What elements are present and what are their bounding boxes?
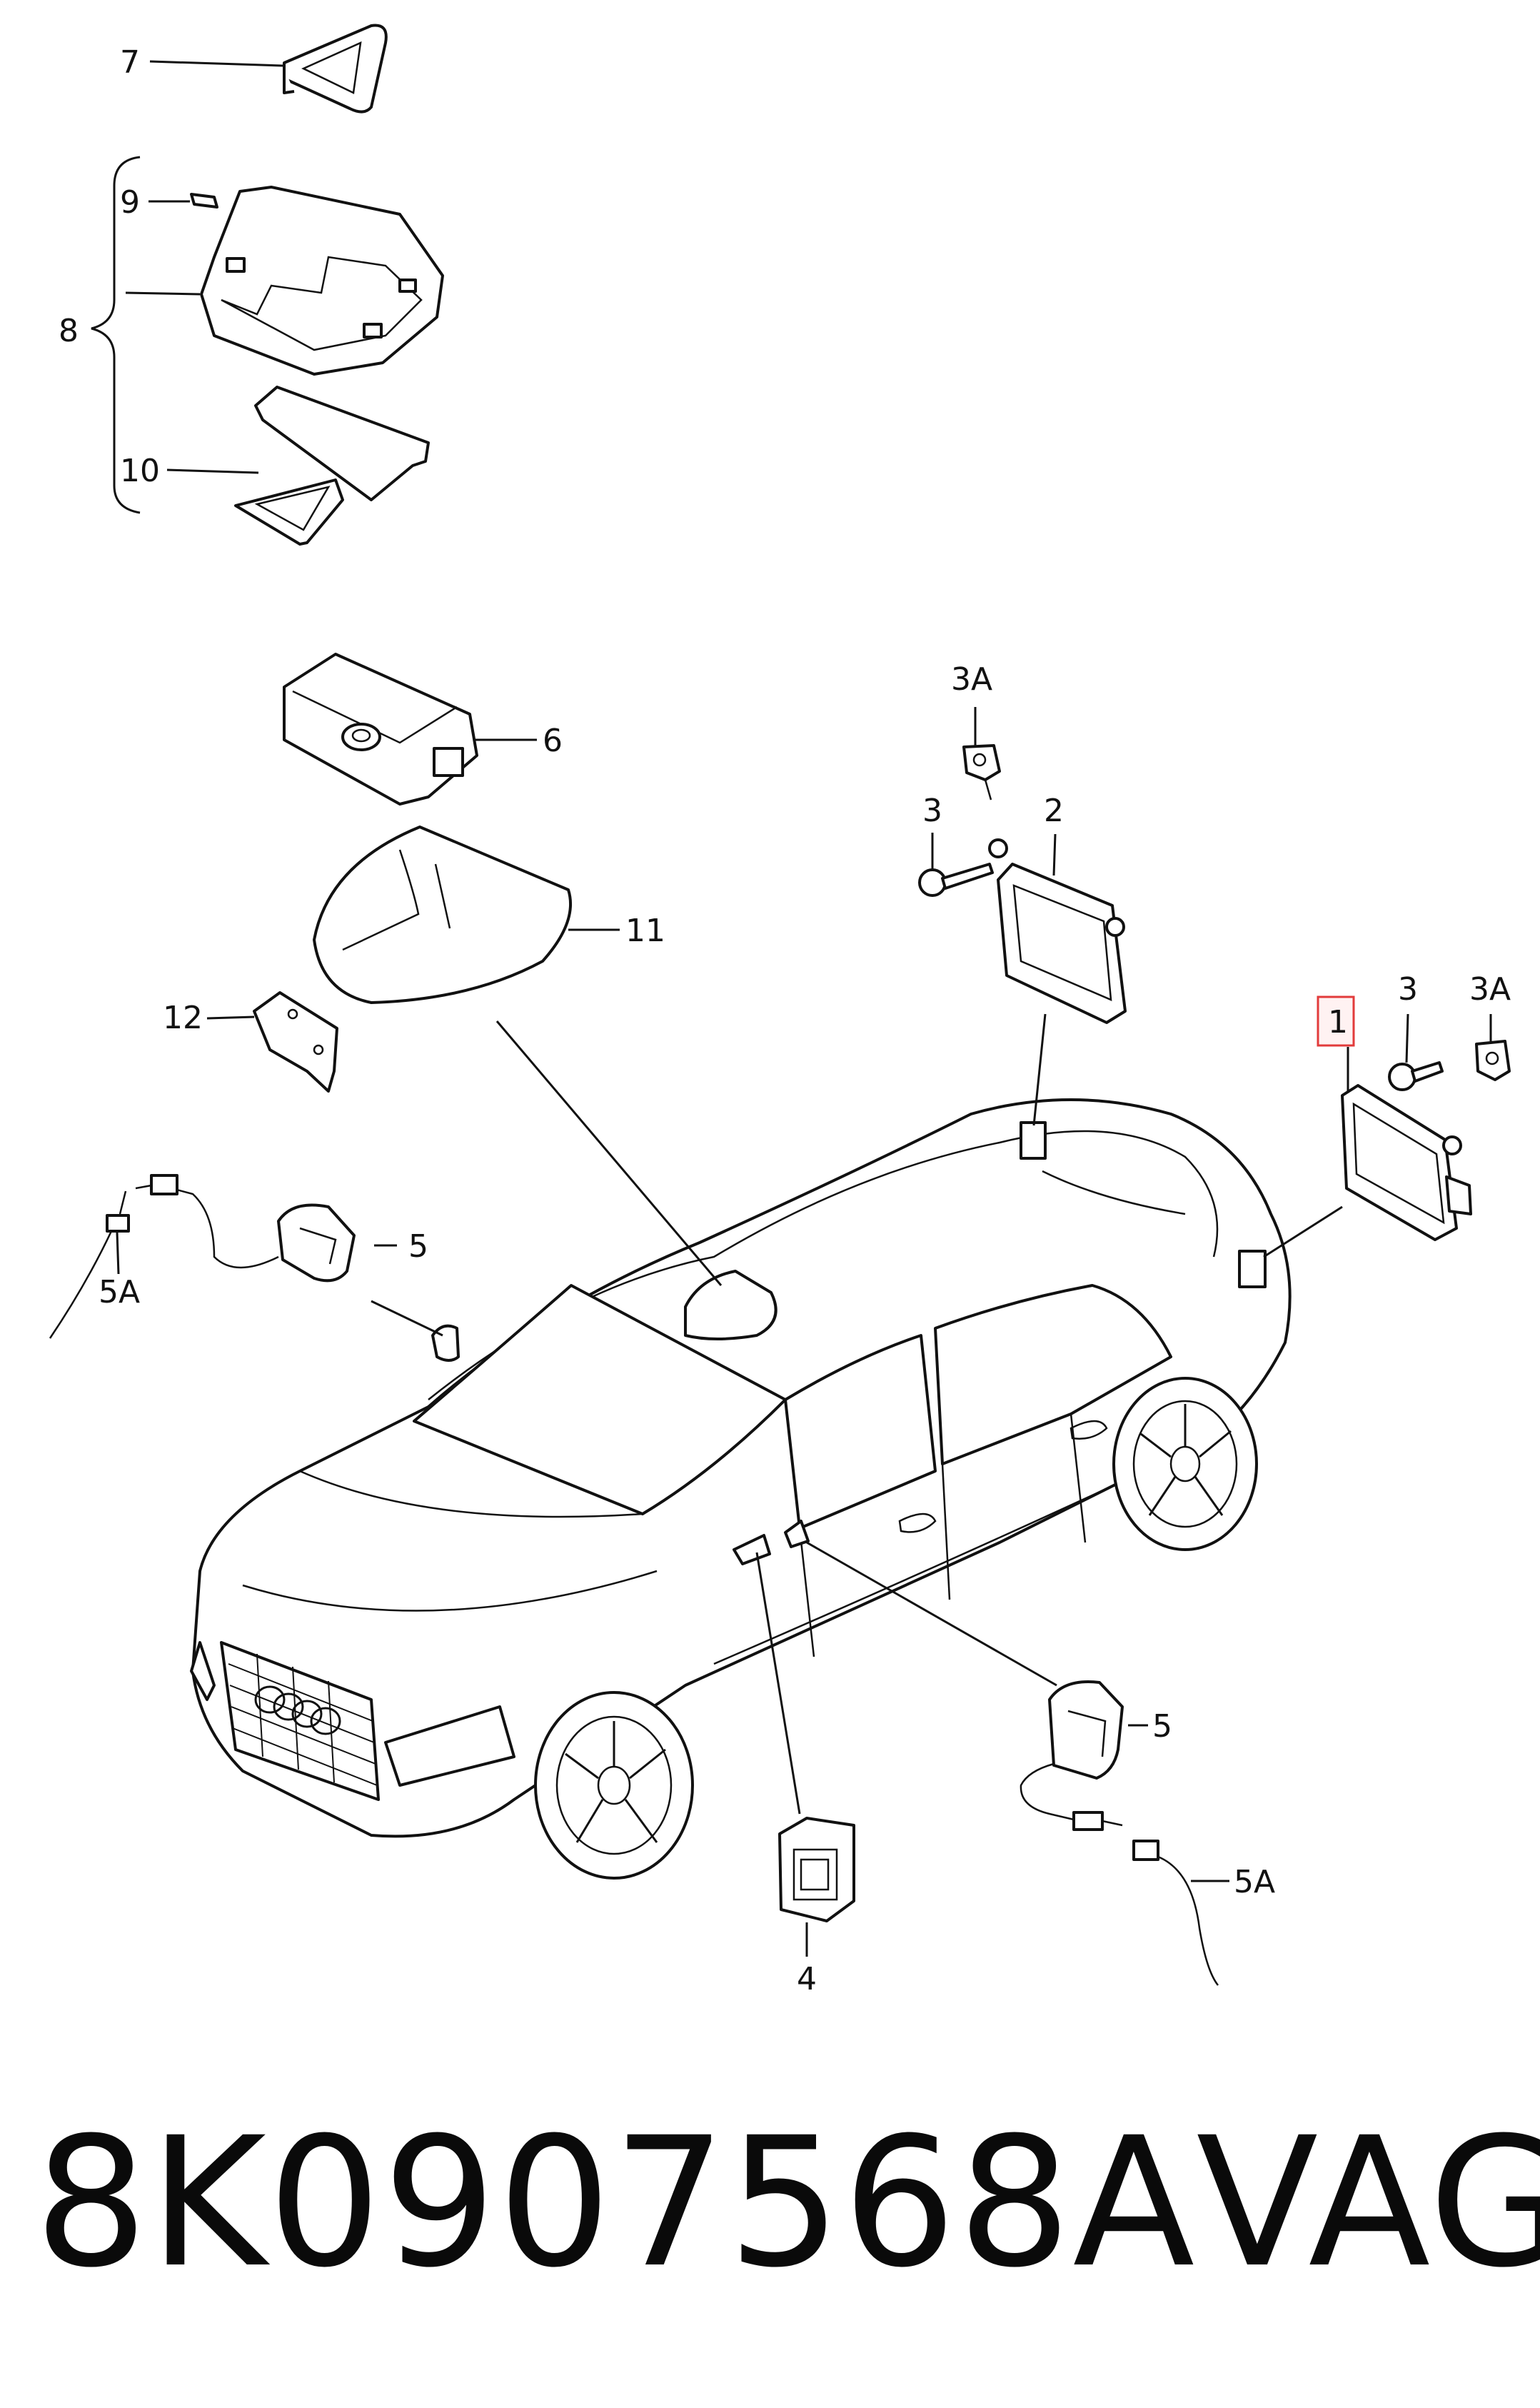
part-3-screw-upper	[918, 863, 994, 897]
label-6: 6	[543, 723, 563, 759]
leader-5A-left	[116, 1232, 120, 1275]
part-1-module	[1341, 1084, 1472, 1241]
label-3-upper: 3	[922, 793, 942, 829]
part-12-bracket	[253, 991, 338, 1093]
label-7: 7	[120, 44, 140, 81]
label-2: 2	[1044, 793, 1064, 829]
part-3-screw-right	[1388, 1061, 1444, 1091]
part-2-module	[988, 838, 1127, 1024]
label-5-left: 5	[408, 1228, 428, 1265]
leader-2-to-roof	[1032, 1013, 1047, 1126]
label-3A-upper: 3A	[951, 661, 992, 698]
label-3-right: 3	[1398, 971, 1418, 1008]
leader-4-to-mirror	[755, 1552, 801, 1815]
part-10-plate	[234, 386, 430, 546]
label-1: 1	[1328, 1004, 1348, 1040]
brand-name: VAG	[1196, 2099, 1540, 2307]
footer-part-info: 8K0907568A VAG	[34, 2099, 1540, 2307]
leader-2	[1052, 833, 1057, 876]
label-10: 10	[120, 453, 160, 489]
leader-11-to-roof	[495, 1020, 723, 1286]
leader-10	[166, 468, 259, 474]
part-3A-nut-right	[1475, 1040, 1511, 1081]
part-8-housing	[200, 186, 444, 376]
part-7-bracket	[283, 24, 388, 114]
leader-7	[149, 60, 283, 67]
part-3A-nut-upper	[962, 744, 1001, 801]
label-8: 8	[59, 313, 79, 349]
leader-1-to-rear	[1263, 1205, 1343, 1258]
part-4-switch	[778, 1817, 855, 1922]
part-6-module	[283, 653, 478, 806]
part-number: 8K0907568A	[34, 2099, 1197, 2307]
car-illustration	[190, 1098, 1292, 1880]
label-5-right: 5	[1152, 1708, 1172, 1745]
label-5A-left: 5A	[99, 1274, 140, 1310]
leader-3-right	[1405, 1013, 1409, 1063]
leader-5-right-to-mirror	[806, 1541, 1057, 1687]
label-11: 11	[625, 913, 665, 949]
part-11-cover	[313, 826, 572, 1004]
part-9-clip	[190, 193, 218, 209]
leader-5-left-to-car	[371, 1300, 443, 1337]
leader-12	[206, 1015, 255, 1020]
label-9: 9	[120, 184, 140, 221]
label-4: 4	[797, 1961, 817, 1997]
part-5-right-sensor	[1020, 1680, 1219, 1986]
brace-8	[91, 156, 141, 514]
label-12: 12	[163, 1000, 203, 1036]
label-5A-right: 5A	[1234, 1864, 1275, 1900]
leader-8	[125, 291, 201, 296]
part-1-highlight-box[interactable]	[1317, 995, 1355, 1047]
part-5-left-sensor	[49, 1174, 356, 1339]
label-3A-right: 3A	[1469, 971, 1511, 1008]
